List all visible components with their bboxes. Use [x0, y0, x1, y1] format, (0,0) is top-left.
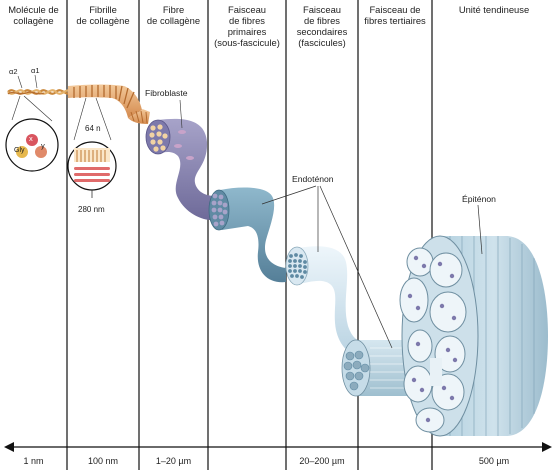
scale-label-molecule: 1 nm: [23, 456, 44, 466]
fibril-cross-section: [67, 141, 117, 198]
primary-fiber-bundle: [208, 187, 286, 283]
scale-arrow: [4, 442, 552, 452]
secondary-fiber-bundle: [285, 246, 366, 357]
label-alpha2: α2: [9, 67, 18, 76]
scale-label-fibril: 100 nm: [87, 456, 119, 466]
molecule-cross-section: [5, 118, 59, 172]
column-dividers: [66, 0, 433, 470]
label-fibril-diameter: 280 nm: [78, 205, 105, 214]
scale-label-tendon: 500 µm: [478, 456, 510, 466]
label-fibroblast: Fibroblaste: [145, 88, 188, 98]
label-x: x: [29, 134, 33, 143]
label-gly: Gly: [14, 147, 25, 154]
collagen-fiber: [145, 99, 218, 221]
label-endotenon: Endoténon: [292, 174, 334, 184]
collagen-molecule-helix: [7, 74, 89, 122]
scale-label-fiber: 1–20 µm: [155, 456, 192, 466]
label-band-period: 64 n: [85, 124, 101, 133]
heading-tendon-unit: Unité tendineuse: [458, 4, 530, 15]
fibril-bundle: [128, 109, 150, 124]
collagen-fibril: [68, 84, 142, 141]
tendon-unit: [399, 235, 548, 437]
scale-label-secondary: 20–200 µm: [299, 456, 345, 466]
leader-lines: [261, 185, 483, 349]
label-alpha1: α1: [31, 66, 40, 75]
label-y: y: [41, 141, 45, 150]
label-epitenon: Épiténon: [462, 194, 496, 204]
